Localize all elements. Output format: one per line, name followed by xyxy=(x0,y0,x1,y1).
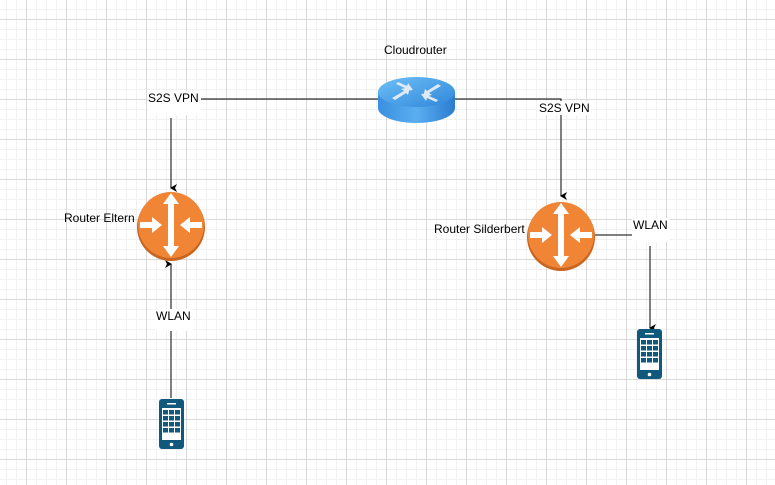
cloudrouter-label: Cloudrouter xyxy=(384,43,447,57)
edge-vpn-right[interactable] xyxy=(455,98,567,200)
edge-label-wlan-right: WLAN xyxy=(632,218,670,242)
router-silderbert-icon[interactable] xyxy=(527,202,595,271)
edge-label-vpn-left: S2S VPN xyxy=(148,91,201,115)
router-silderbert-label: Router Silderbert xyxy=(434,222,525,236)
edge-label-vpn-right: S2S VPN xyxy=(538,101,591,115)
edge-vpn-left[interactable] xyxy=(170,98,378,192)
phone-silderbert-icon[interactable] xyxy=(637,329,662,379)
router-eltern-label: Router Eltern xyxy=(64,211,135,225)
phone-eltern-icon[interactable] xyxy=(159,399,184,449)
edge-wlan-right[interactable] xyxy=(595,234,656,332)
router-eltern-icon[interactable] xyxy=(137,192,205,261)
edge-label-wlan-left: WLAN xyxy=(155,309,193,331)
cloudrouter-icon[interactable] xyxy=(378,77,455,124)
